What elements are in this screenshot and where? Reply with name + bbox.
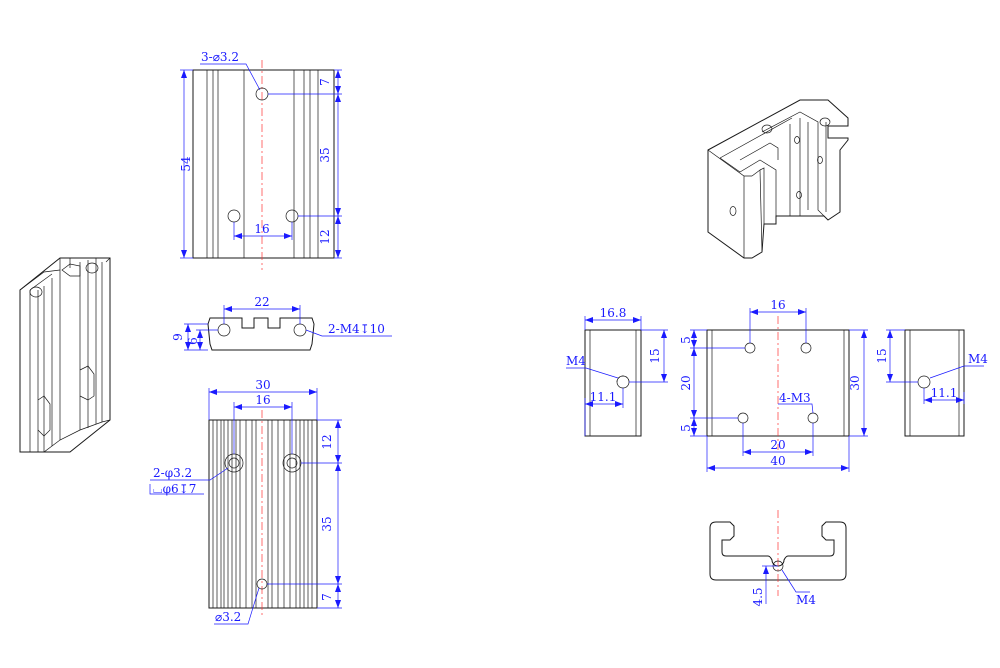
dim-16: 16 bbox=[770, 298, 785, 312]
note-thread: 2-M4↧10 bbox=[328, 322, 385, 336]
dim-12: 12 bbox=[318, 229, 332, 244]
left-isometric-view bbox=[19, 257, 111, 453]
right-side-view-left: 16.8 15 11.1 M4 bbox=[566, 306, 668, 437]
dim-11-1: 11.1 bbox=[931, 386, 958, 400]
note-hole: 3-⌀3.2 bbox=[201, 50, 239, 64]
dim-30: 30 bbox=[848, 375, 862, 390]
dim-16-8: 16.8 bbox=[600, 306, 627, 320]
left-bottom-view: 30 16 12 35 7 2-φ3.2 ⌴φ6↧7 ⌀3.2 bbox=[149, 378, 342, 625]
note-m3: 4-M3 bbox=[779, 391, 811, 405]
note-m4: M4 bbox=[968, 352, 988, 366]
dim-15: 15 bbox=[875, 348, 889, 363]
note-cbore: ⌴φ6↧7 bbox=[153, 482, 196, 496]
dim-12: 12 bbox=[320, 434, 334, 449]
dim-16: 16 bbox=[254, 222, 269, 236]
right-side-view-right: 15 M4 11.1 bbox=[875, 329, 988, 437]
dim-15: 15 bbox=[648, 348, 662, 363]
dim-7: 7 bbox=[320, 593, 334, 601]
dim-22: 22 bbox=[254, 295, 269, 309]
dim-7: 7 bbox=[318, 78, 332, 86]
dim-40: 40 bbox=[770, 454, 785, 468]
note-m4: M4 bbox=[566, 354, 586, 368]
dim-5-bottom: 5 bbox=[679, 424, 693, 432]
dim-16: 16 bbox=[255, 393, 270, 407]
note-bottom-hole: ⌀3.2 bbox=[215, 610, 241, 624]
right-bottom-end-view: 4.5 M4 bbox=[709, 510, 847, 607]
dim-35: 35 bbox=[320, 516, 334, 531]
right-isometric-view bbox=[707, 99, 849, 259]
dim-9: 9 bbox=[171, 333, 185, 341]
left-end-view: 22 9 6 2-M4↧10 bbox=[171, 295, 392, 351]
dim-20-vert: 20 bbox=[679, 375, 693, 390]
dim-5-top: 5 bbox=[679, 336, 693, 344]
dim-35: 35 bbox=[318, 147, 332, 162]
dim-6: 6 bbox=[186, 337, 200, 345]
dim-11-1: 11.1 bbox=[590, 390, 617, 404]
left-top-view: 54 7 35 12 16 3-⌀3.2 bbox=[179, 50, 342, 270]
right-front-view: 16 5 20 5 30 4-M3 20 40 bbox=[679, 298, 868, 472]
note-hole: 2-φ3.2 bbox=[153, 466, 192, 480]
note-m4: M4 bbox=[796, 593, 816, 607]
dim-4-5: 4.5 bbox=[751, 587, 765, 606]
dim-30: 30 bbox=[255, 378, 270, 392]
dim-54: 54 bbox=[179, 156, 193, 172]
dim-20: 20 bbox=[770, 438, 785, 452]
